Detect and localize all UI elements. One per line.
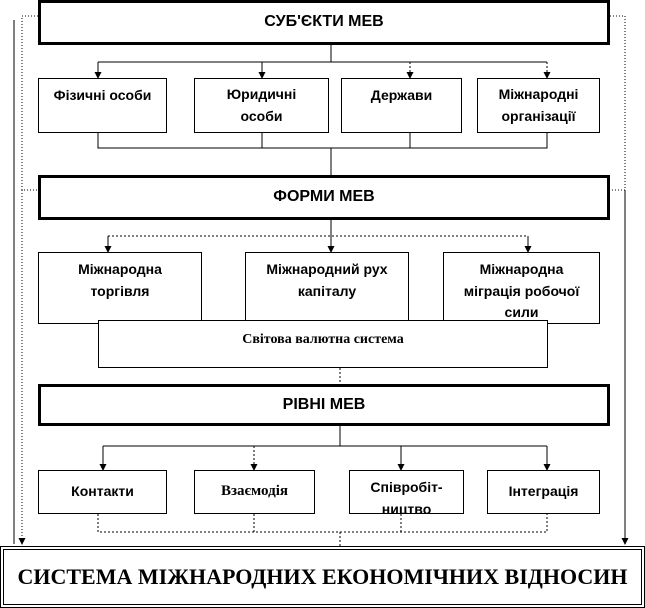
currency-system-label: Світова валютна система [242,332,404,347]
subject-box-legal-entities: Юридичні особи [194,78,329,133]
subjects-header: СУБ'ЄКТИ МЕВ [38,0,610,45]
levels-title: РІВНІ МЕВ [282,395,366,413]
system-title: СИСТЕМА МІЖНАРОДНИХ ЕКОНОМІЧНИХ ВІДНОСИН [17,563,628,589]
form-box-trade: Міжнародна торгівля [38,252,202,324]
system-box: СИСТЕМА МІЖНАРОДНИХ ЕКОНОМІЧНИХ ВІДНОСИН [0,546,645,608]
level-label: Контакти [71,483,134,500]
levels-header: РІВНІ МЕВ [38,384,610,426]
level-box-interaction: Взаємодія [194,470,315,514]
subject-label: Міжнародні організації [498,85,579,124]
forms-header: ФОРМИ МЕВ [38,175,610,220]
level-label: Інтеграція [508,483,579,500]
level-box-cooperation: Співробіт-ництво [349,470,464,514]
outer-right-dotted [610,15,626,191]
form-label: Міжнародна міграція робочої сили [463,261,580,321]
subject-box-individuals: Фізичні особи [38,78,167,133]
form-box-capital: Міжнародний рух капіталу [245,252,409,324]
outer-left-dotted [21,15,38,191]
level-label: Співробіт-ництво [370,479,443,514]
subjects-title: СУБ'ЄКТИ МЕВ [264,13,384,31]
levels-collector [97,514,548,546]
level-label: Взаємодія [221,483,288,500]
subjects-collector [97,133,548,175]
subject-box-intl-orgs: Міжнародні організації [477,78,600,133]
currency-system-box: Світова валютна система [98,320,548,368]
subject-box-states: Держави [341,78,462,133]
subject-label: Юридичні особи [226,85,297,124]
form-box-migration: Міжнародна міграція робочої сили [443,252,600,324]
subject-label: Держави [370,87,433,103]
form-label: Міжнародна торгівля [78,261,162,299]
form-label: Міжнародний рух капіталу [266,261,388,299]
forms-title: ФОРМИ МЕВ [273,188,375,206]
subject-label: Фізичні особи [53,87,152,103]
level-box-integration: Інтеграція [487,470,600,514]
level-box-contacts: Контакти [38,470,167,514]
